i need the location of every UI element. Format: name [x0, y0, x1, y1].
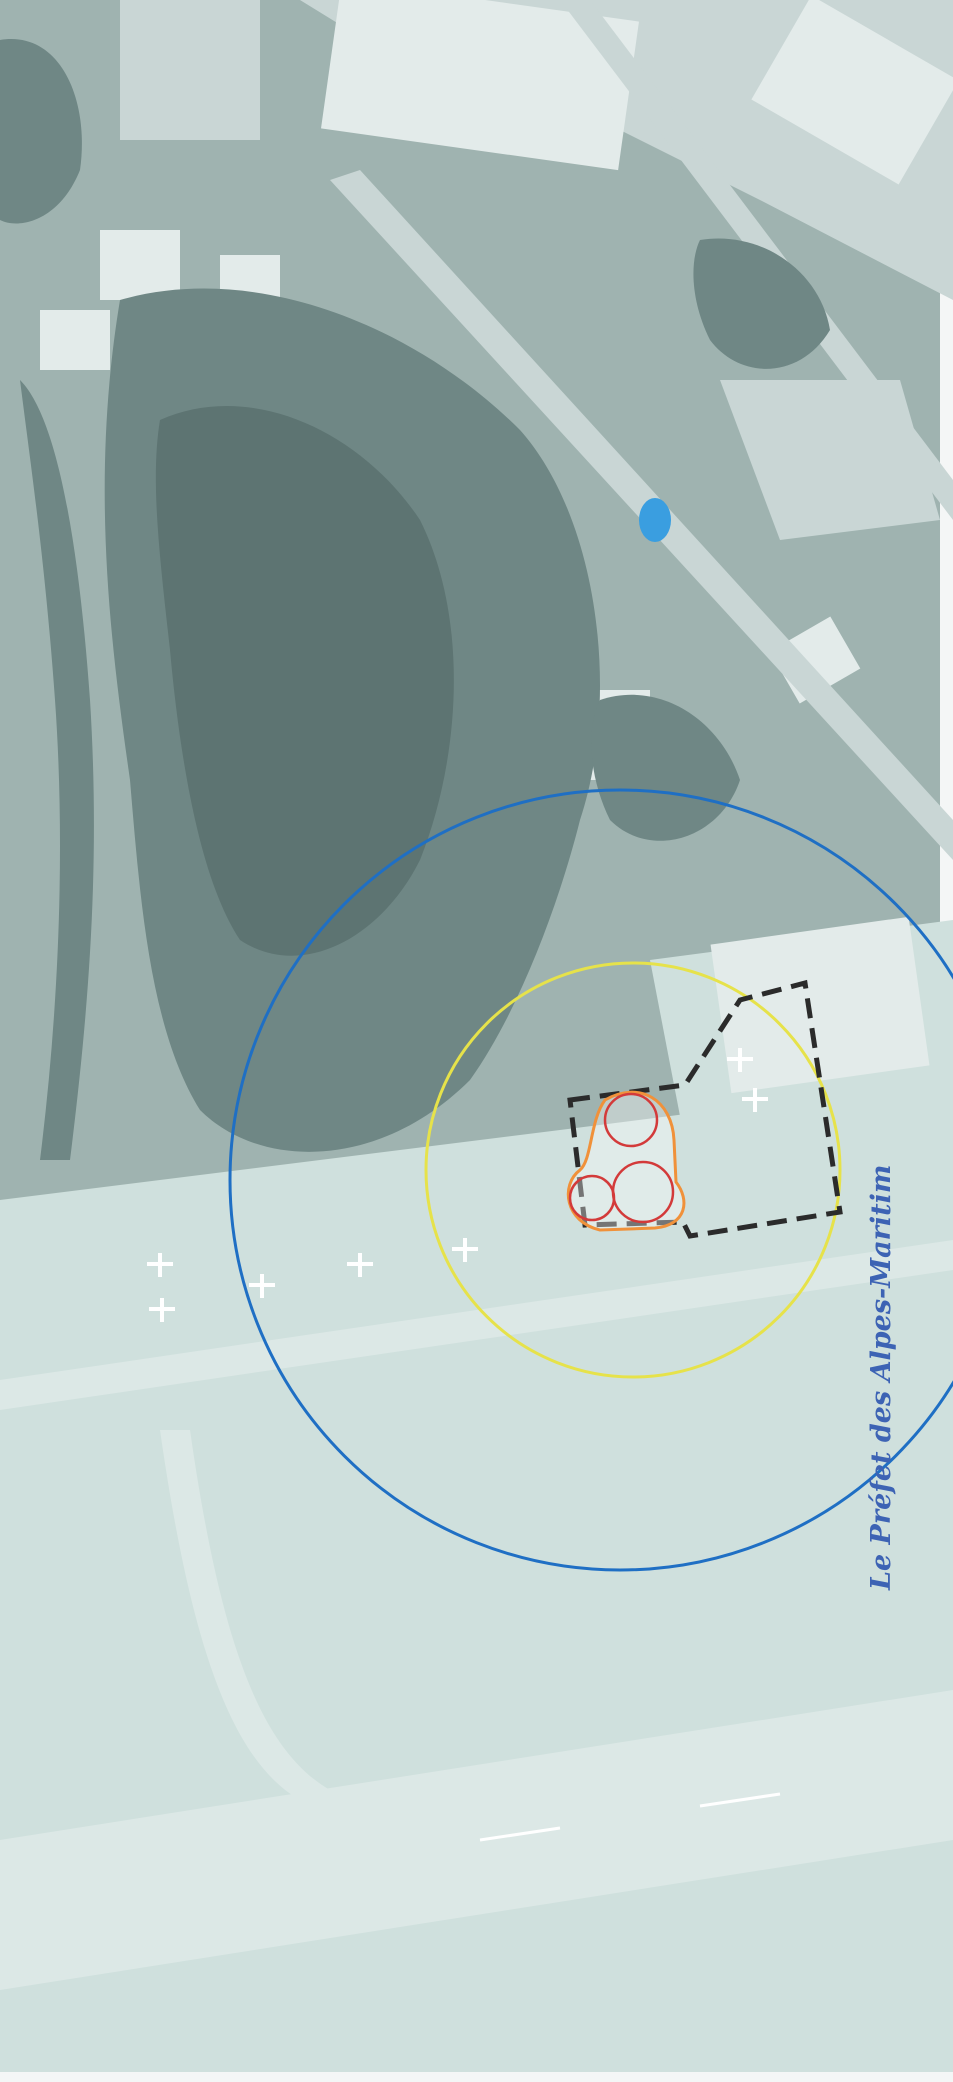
tree-cluster	[693, 238, 830, 369]
tree-cluster	[591, 694, 740, 841]
aircraft-icon	[727, 1048, 753, 1072]
site-boundary-dashed	[567, 979, 843, 1239]
aircraft-icon	[452, 1238, 478, 1262]
runway-marking	[699, 1792, 781, 1808]
runway	[0, 1690, 953, 1990]
taxiway	[0, 1240, 953, 1410]
hangar-roof	[710, 916, 930, 1094]
middle-safety-zone-circle	[424, 961, 842, 1379]
tank-circle-west	[568, 1174, 616, 1222]
outer-safety-zone-circle	[228, 788, 953, 1572]
aircraft-icon	[149, 1298, 175, 1322]
building-large	[321, 0, 639, 171]
storage-tanks	[566, 1090, 686, 1232]
aircraft-icon	[147, 1253, 173, 1277]
scan-margin-bottom	[0, 2072, 953, 2082]
aircraft-icon	[742, 1088, 768, 1112]
airfield	[0, 916, 953, 2072]
tree-line-left	[20, 380, 94, 1160]
tree-cluster	[0, 39, 82, 224]
aircraft-icon	[347, 1253, 373, 1277]
parked-aircraft	[147, 1048, 768, 1322]
aircraft-icon	[249, 1274, 275, 1298]
tank-circle-north	[603, 1092, 659, 1148]
runway-marking	[479, 1826, 561, 1842]
tree-canopy-dense	[155, 406, 454, 956]
forest-area	[0, 39, 830, 1160]
building	[40, 310, 110, 370]
prefect-stamp-text: Le Préfet des Alpes-Maritim	[866, 1164, 897, 1590]
sports-field	[120, 0, 260, 140]
swimming-pool	[639, 498, 671, 542]
building-hangar	[751, 0, 953, 185]
building	[100, 230, 180, 300]
parking-lot	[720, 380, 940, 540]
taxiway-loop	[160, 1430, 330, 1800]
